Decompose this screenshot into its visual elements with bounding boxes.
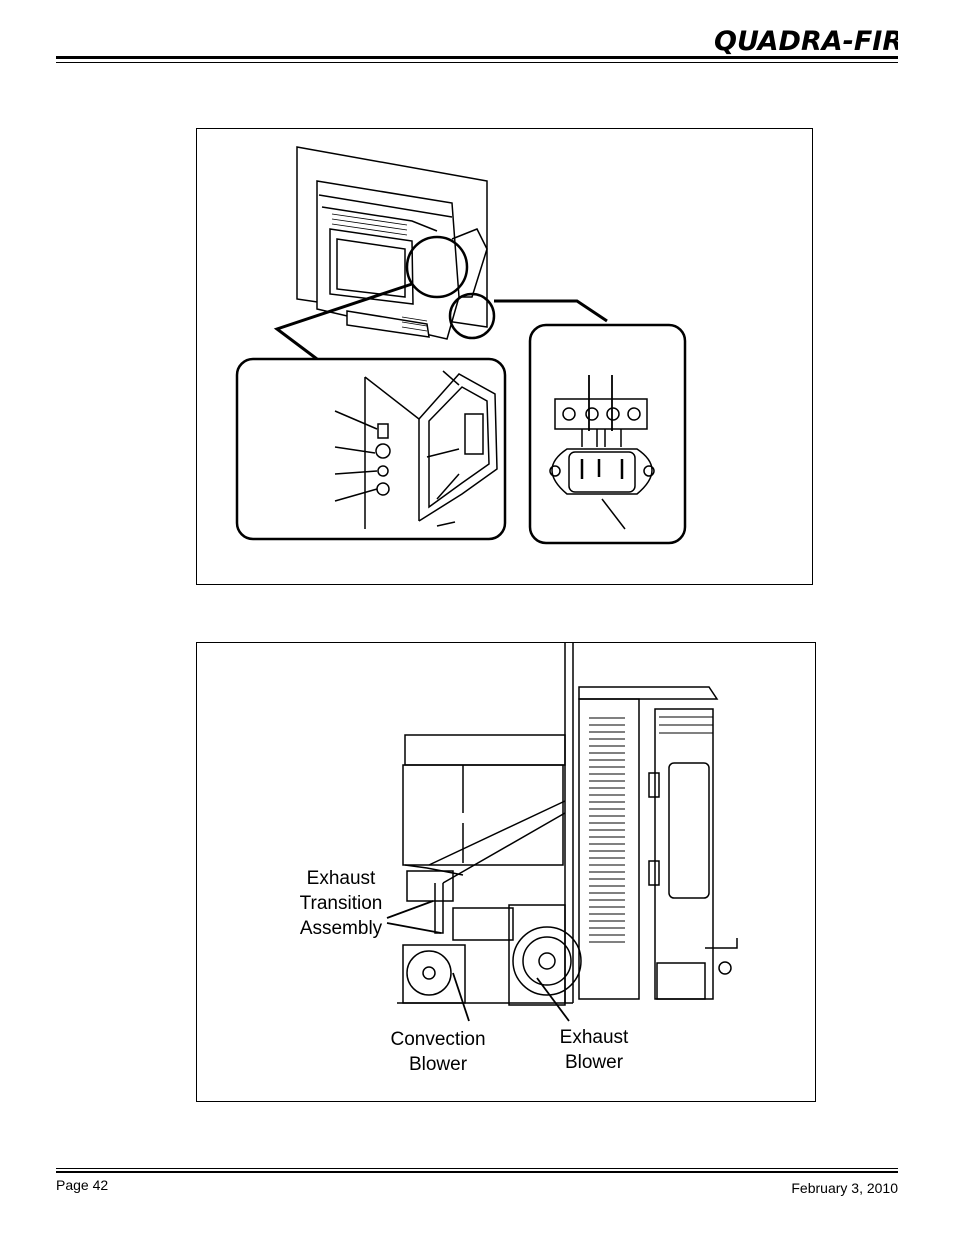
- page-number: Page 42: [56, 1177, 109, 1193]
- stove-controls-diagram: [235, 146, 687, 545]
- label-exhaust-blower: Exhaust Blower: [559, 1027, 629, 1073]
- header-rule-thin: [56, 62, 898, 63]
- figure-stove-controls: [196, 128, 813, 585]
- figure-blower-cutaway: Exhaust Transition Assembly Convection B…: [196, 642, 816, 1102]
- brand-logo: QUADRA-FIRE: [712, 20, 922, 60]
- header-rule-thick: [56, 56, 898, 59]
- footer-rule-thin: [56, 1168, 898, 1169]
- blower-cutaway-diagram: [386, 643, 738, 1022]
- footer-rule-thick: [56, 1171, 898, 1173]
- label-exhaust-transition-assembly: Exhaust Transition Assembly: [299, 868, 383, 939]
- label-convection-blower: Convection Blower: [390, 1029, 486, 1075]
- brand-logo-text: QUADRA-FIRE: [714, 26, 898, 57]
- publication-date: February 3, 2010: [791, 1180, 898, 1196]
